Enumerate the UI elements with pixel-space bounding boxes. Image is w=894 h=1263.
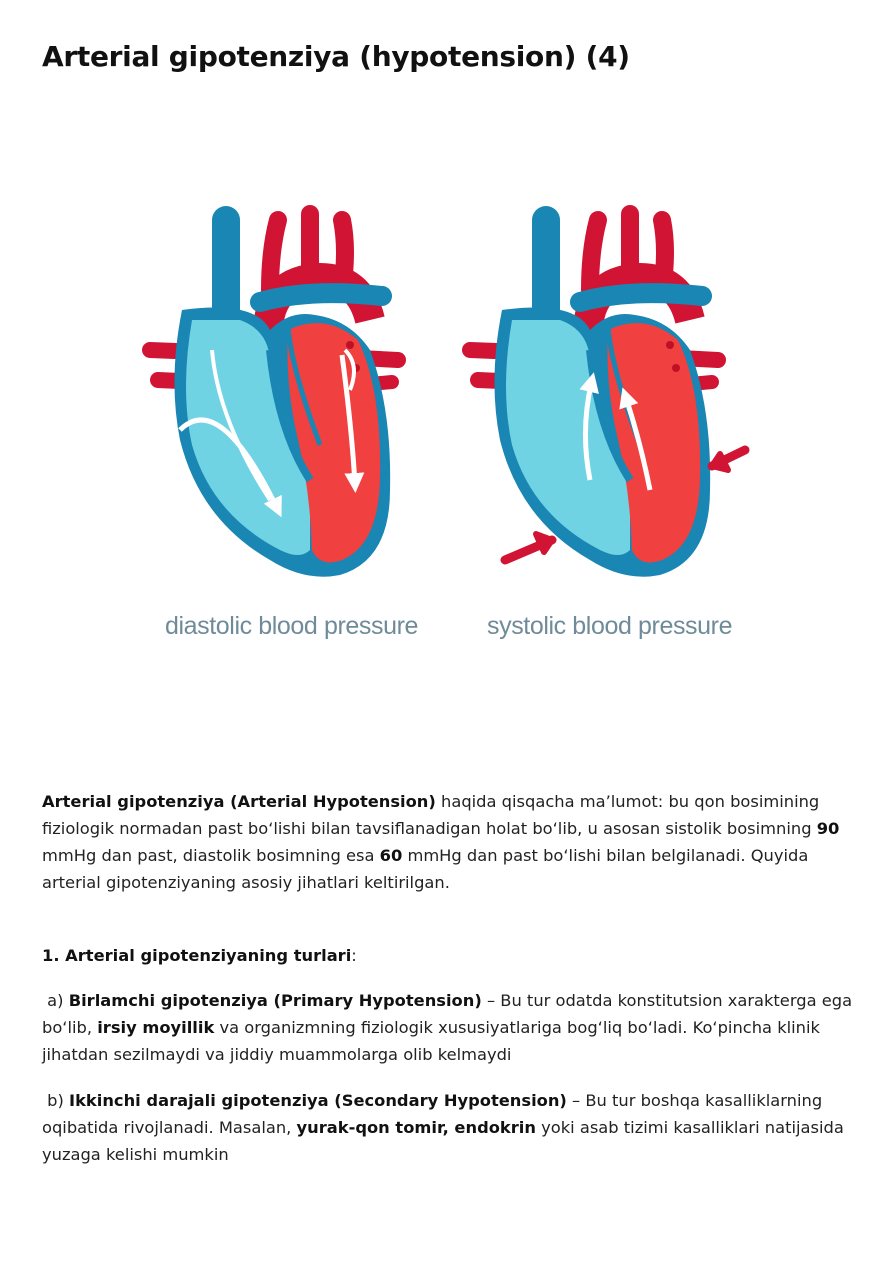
section-heading: 1. Arterial gipotenziyaning turlari: xyxy=(42,942,857,969)
systolic-heart-illustration xyxy=(462,205,750,577)
item-b-text-1: – Bu tur boshqa kasalliklarning oqibatid… xyxy=(42,1091,823,1137)
section-heading-text: 1. Arterial gipotenziyaning turlari xyxy=(42,946,352,965)
section-heading-colon: : xyxy=(351,946,357,965)
item-a-prefix: a) xyxy=(42,991,69,1010)
diastolic-heart-illustration xyxy=(142,205,406,577)
page-title: Arterial gipotenziya (hypotension) (4) xyxy=(42,40,630,73)
list-item-b: b) Ikkinchi darajali gipotenziya (Second… xyxy=(42,1087,857,1168)
intro-text-3: mmHg dan past bo‘lishi bilan belgilanadi… xyxy=(42,846,809,892)
item-b-prefix: b) xyxy=(42,1091,70,1110)
item-a-text-2: va organizmning fiziologik xususiyatlari… xyxy=(42,1018,820,1064)
item-b-bold-2: yurak-qon tomir, endokrin xyxy=(296,1118,536,1137)
item-b-text-2: yoki asab tizimi kasalliklari natijasida… xyxy=(42,1118,844,1164)
intro-text-1: haqida qisqacha ma’lumot: bu qon bosimin… xyxy=(42,792,820,838)
item-b-title: Ikkinchi darajali gipotenziya (Secondary… xyxy=(69,1091,567,1110)
intro-text-2: mmHg dan past, diastolik bosimning esa xyxy=(42,846,380,865)
list-item-a: a) Birlamchi gipotenziya (Primary Hypote… xyxy=(42,987,857,1068)
item-a-title: Birlamchi gipotenziya (Primary Hypotensi… xyxy=(68,991,482,1010)
systolic-value: 90 xyxy=(816,819,840,838)
diastolic-value: 60 xyxy=(379,846,403,865)
intro-bold-term: Arterial gipotenziya (Arterial Hypotensi… xyxy=(42,792,436,811)
intro-paragraph: Arterial gipotenziya (Arterial Hypotensi… xyxy=(42,788,857,896)
systolic-caption: systolic blood pressure xyxy=(487,612,733,640)
item-a-bold-2: irsiy moyillik xyxy=(97,1018,215,1037)
item-a-text-1: – Bu tur odatda konstitutsion xarakterga… xyxy=(42,991,853,1037)
diastolic-caption: diastolic blood pressure xyxy=(165,612,419,640)
heart-diagram xyxy=(142,205,750,577)
